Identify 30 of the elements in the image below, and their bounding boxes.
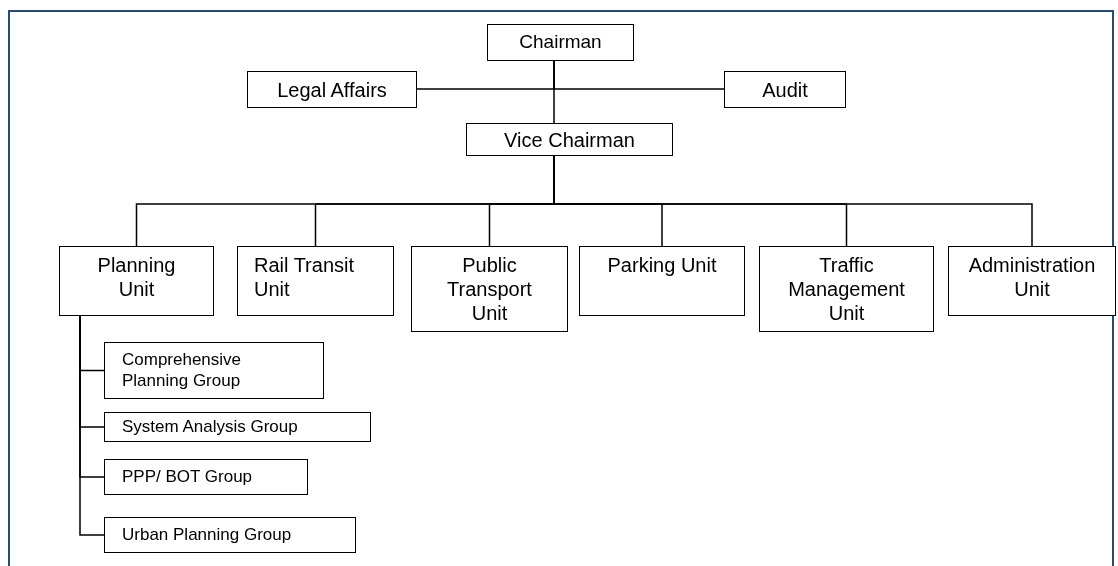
- unit-name: Parking Unit: [607, 253, 717, 277]
- unit-name: Legal Affairs: [277, 77, 387, 102]
- unit-name: Comprehensive Planning Group: [122, 350, 243, 391]
- unit-name: Traffic Management Unit: [787, 253, 906, 325]
- org-box: [104, 459, 308, 495]
- org-box: [59, 246, 214, 316]
- org-box: [104, 517, 356, 553]
- org-box: [579, 246, 745, 316]
- org-box: [411, 246, 568, 332]
- connector-line: [79, 315, 105, 536]
- unit-name: Audit: [762, 77, 808, 102]
- org-box: [948, 246, 1116, 316]
- unit-name: Vice Chairman: [504, 127, 635, 152]
- org-box: [487, 24, 634, 61]
- org-box: [466, 123, 673, 156]
- unit-name: Urban Planning Group: [122, 524, 292, 546]
- org-box: [104, 342, 324, 399]
- unit-name: Planning Unit: [96, 253, 177, 301]
- org-box: [759, 246, 934, 332]
- unit-name: PPP/ BOT Group: [122, 466, 253, 488]
- unit-name: System Analysis Group: [122, 416, 298, 438]
- org-box: [237, 246, 394, 316]
- unit-name: Administration Unit: [967, 253, 1097, 301]
- connector-line: [553, 60, 725, 90]
- unit-name: Rail Transit Unit: [254, 253, 356, 301]
- unit-name: Public Transport Unit: [446, 253, 533, 325]
- org-box: [247, 71, 417, 108]
- org-box: [724, 71, 846, 108]
- org-box: [104, 412, 371, 442]
- unit-name: Chairman: [519, 31, 602, 54]
